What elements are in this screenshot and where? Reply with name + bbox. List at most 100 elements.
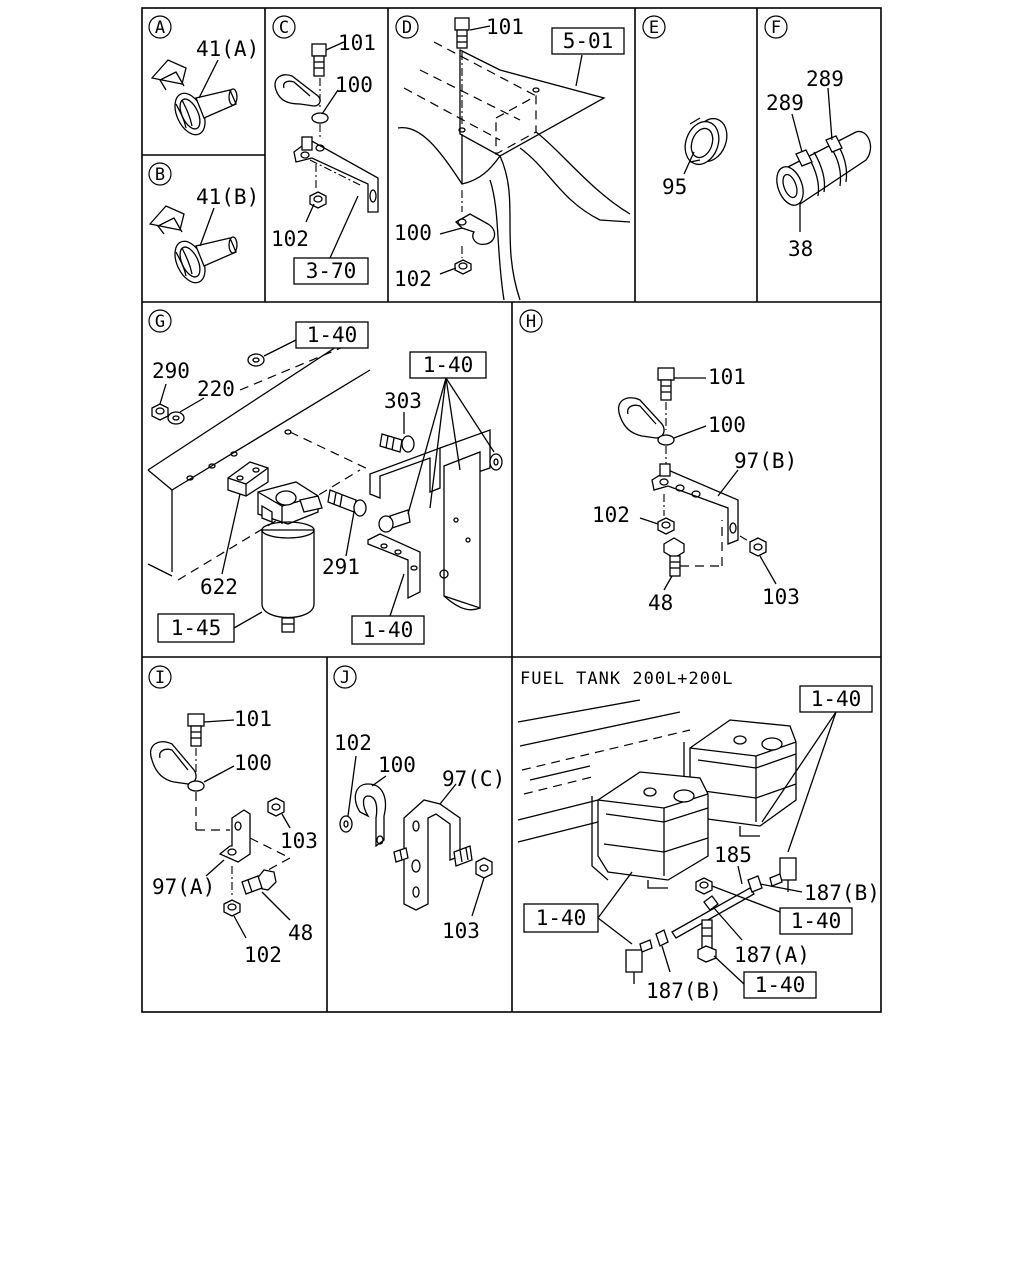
clip-100-drawing xyxy=(149,741,205,792)
nut-102-drawing xyxy=(223,899,241,917)
part-label-101: 101 xyxy=(708,365,746,389)
ref-box-3-70 xyxy=(293,257,369,285)
part-label-303: 303 xyxy=(384,389,422,413)
part-label-101: 101 xyxy=(234,707,272,731)
panel-h-marker xyxy=(519,309,543,333)
panel-fuel-tank: FUEL TANK 200L+200L xyxy=(517,669,880,1003)
washer-290-drawing xyxy=(151,403,169,421)
bolt-48-drawing xyxy=(663,537,685,577)
spacer-622-drawing xyxy=(227,461,269,497)
part-label-97c: 97(C) xyxy=(442,767,505,791)
ref-label-1-40-left: 1-40 xyxy=(536,906,587,930)
panel-b-letter: B xyxy=(155,165,165,185)
bolt-291-drawing xyxy=(327,489,367,517)
frame-rail-drawing xyxy=(147,329,371,581)
panel-b-marker xyxy=(148,162,172,186)
panel-g-marker xyxy=(148,309,172,333)
panel-i: I 101 100 103 9 xyxy=(148,665,318,967)
ref-label-1-40-top: 1-40 xyxy=(307,323,358,347)
part-label-187a: 187(A) xyxy=(734,943,810,967)
part-label-103: 103 xyxy=(762,585,800,609)
panel-a: A 41(A) xyxy=(148,15,259,136)
part-label-622: 622 xyxy=(200,575,238,599)
panel-c: C 101 100 102 xyxy=(271,15,379,285)
panel-fuel-tank-title: FUEL TANK 200L+200L xyxy=(520,669,733,689)
nut-upper-drawing xyxy=(695,877,713,895)
ref-label-1-40-middle: 1-40 xyxy=(791,909,842,933)
part-label-103: 103 xyxy=(442,919,480,943)
part-label-187b-right: 187(B) xyxy=(804,881,880,905)
part-label-97b: 97(B) xyxy=(734,449,797,473)
part-label-48: 48 xyxy=(288,921,313,945)
hose-clamp-drawing xyxy=(148,205,238,284)
panel-e: E 95 xyxy=(642,15,728,199)
panel-g-letter: G xyxy=(155,312,165,332)
panel-f-letter: F xyxy=(771,18,781,38)
part-label-102: 102 xyxy=(244,943,282,967)
ref-box-5-01 xyxy=(551,27,625,55)
leader-41b xyxy=(199,207,215,247)
frame-rail-drawing xyxy=(397,41,631,301)
part-label-101: 101 xyxy=(486,15,524,39)
part-label-220: 220 xyxy=(197,377,235,401)
nut-102-drawing xyxy=(657,517,675,535)
part-label-187b-left: 187(B) xyxy=(646,979,722,1003)
part-label-41b: 41(B) xyxy=(196,185,259,209)
panel-d: D xyxy=(394,15,631,301)
part-label-291: 291 xyxy=(322,555,360,579)
part-label-102: 102 xyxy=(271,227,309,251)
ref-label-1-45: 1-45 xyxy=(171,616,222,640)
nut-102-drawing xyxy=(309,191,327,209)
panel-f: F 289 289 38 xyxy=(764,15,872,261)
part-label-100: 100 xyxy=(708,413,746,437)
part-label-38: 38 xyxy=(788,237,813,261)
panel-j-marker xyxy=(333,665,357,689)
ref-box-1-40-right xyxy=(409,351,487,379)
ref-box-1-40-bottom xyxy=(351,615,425,645)
panel-c-letter: C xyxy=(279,18,289,38)
clip-100-drawing xyxy=(274,74,329,124)
panel-b: B 41(B) xyxy=(148,162,259,284)
part-label-95: 95 xyxy=(662,175,687,199)
hose-185-drawing xyxy=(671,887,755,939)
part-label-41a: 41(A) xyxy=(196,37,259,61)
bolt-lower-drawing xyxy=(697,919,717,963)
washer-bracket-drawing xyxy=(489,453,503,471)
hose-clamp-drawing xyxy=(150,59,238,136)
clamp-187a-drawing xyxy=(703,895,719,911)
washer-220-drawing xyxy=(167,411,185,425)
panel-d-letter: D xyxy=(402,18,412,38)
ref-box-1-40-upper xyxy=(799,685,873,713)
panel-h: H 101 100 97(B) xyxy=(519,309,800,615)
bolt-left-drawing xyxy=(393,847,409,863)
bolt-48-drawing xyxy=(241,869,277,895)
nut-103-drawing xyxy=(267,797,285,817)
panel-a-marker xyxy=(148,15,172,39)
part-label-100: 100 xyxy=(394,221,432,245)
bolt-bracket-drawing xyxy=(378,509,411,533)
panel-f-marker xyxy=(764,15,788,39)
part-label-102: 102 xyxy=(592,503,630,527)
part-label-101: 101 xyxy=(338,31,376,55)
washer-top-drawing xyxy=(247,353,265,367)
chassis-drawing xyxy=(517,699,691,843)
hose-38-drawing xyxy=(776,130,872,206)
panel-j-letter: J xyxy=(340,668,350,688)
ref-box-1-40-middle xyxy=(779,907,853,935)
part-label-102: 102 xyxy=(394,267,432,291)
ref-label-1-40-bottom: 1-40 xyxy=(363,618,414,642)
bracket-97a-drawing xyxy=(218,809,251,863)
fuel-tank-rear-drawing xyxy=(683,719,797,837)
part-label-103: 103 xyxy=(280,829,318,853)
bolt-101-drawing xyxy=(454,17,470,49)
panel-d-marker xyxy=(395,15,419,39)
panel-g: G 290 220 xyxy=(147,309,503,645)
fuel-filter-drawing xyxy=(257,481,323,633)
nut-102-drawing xyxy=(339,815,353,833)
panel-e-marker xyxy=(642,15,666,39)
ref-label-5-01: 5-01 xyxy=(563,29,614,53)
bolt-303-drawing xyxy=(379,433,415,453)
bracket-drawing xyxy=(293,136,379,213)
panel-a-letter: A xyxy=(155,18,165,38)
part-label-185: 185 xyxy=(714,843,752,867)
